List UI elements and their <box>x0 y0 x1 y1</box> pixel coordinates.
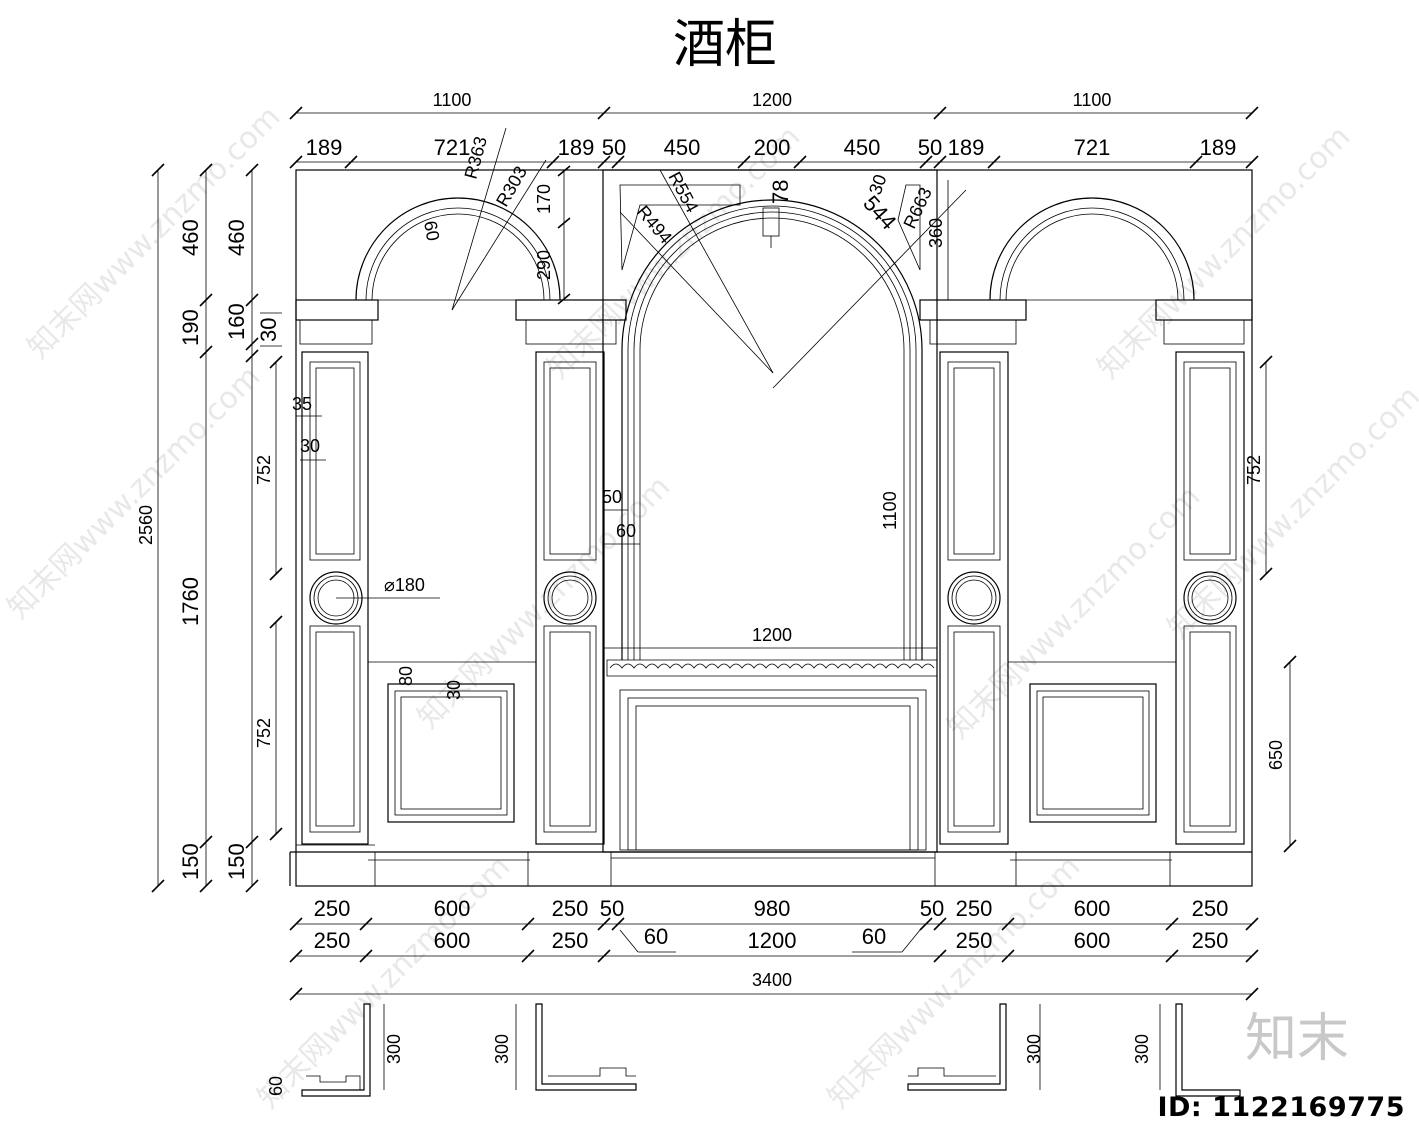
dim-inner-160: 160 <box>224 303 249 340</box>
dim-outer-460: 460 <box>178 219 203 256</box>
dim-290: 290 <box>534 250 554 280</box>
dim-top-center: 1200 <box>752 90 792 110</box>
watermark-text: 知末网www.znzmo.com <box>1 359 267 625</box>
panel-dim-80: 80 <box>396 666 416 686</box>
bottom-r1-4: 50 <box>600 896 624 921</box>
bottom-r2-6: 60 <box>862 924 886 949</box>
dim-inner-30: 30 <box>256 318 281 342</box>
top-dimensions: 1100 1200 1100 189 721 189 50 450 200 45… <box>289 90 1259 169</box>
bottom-r2-1: 250 <box>314 928 351 953</box>
watermark-text: 知末网www.znzmo.com <box>941 479 1207 745</box>
bottom-r2-7: 250 <box>956 928 993 953</box>
right-dimensions: 752 650 <box>1244 355 1297 853</box>
dim-outer-1760: 1760 <box>178 577 203 626</box>
right-lower-panel <box>1008 661 1176 823</box>
center-width-1200: 1200 <box>752 625 792 645</box>
dim-sub-3: 189 <box>558 135 595 160</box>
bottom-r1-7: 250 <box>956 896 993 921</box>
pilaster-left-inner <box>515 299 627 845</box>
profile-dim-300-d: 300 <box>1132 1034 1152 1064</box>
bottom-r1-5: 980 <box>754 896 791 921</box>
dim-total-height: 2560 <box>136 505 156 545</box>
cabinet-frame <box>289 169 1253 887</box>
bottom-total-width: 3400 <box>752 970 792 990</box>
profile-dim-300-b: 300 <box>492 1034 512 1064</box>
dim-sub-4: 50 <box>602 135 626 160</box>
bottom-r2-2: 600 <box>434 928 471 953</box>
bottom-r1-3: 250 <box>552 896 589 921</box>
dim-sub-11: 189 <box>1200 135 1237 160</box>
dim-outer-150: 150 <box>178 843 203 880</box>
molding-profiles: 300 60 300 300 300 <box>266 1003 1241 1097</box>
dim-panel-752-top: 752 <box>254 455 274 485</box>
right-dim-650: 650 <box>1266 740 1286 770</box>
watermark-text: 知末网www.znzmo.com <box>1161 379 1419 645</box>
pilaster-left-outer <box>295 299 379 845</box>
center-dim-50: 50 <box>602 487 622 507</box>
dim-circle-180: ⌀180 <box>384 575 425 595</box>
bottom-r1-2: 600 <box>434 896 471 921</box>
dim-sub-8: 50 <box>918 135 942 160</box>
dim-inner-150: 150 <box>224 843 249 880</box>
panel-dim-30: 30 <box>444 680 464 700</box>
bottom-r2-8: 600 <box>1074 928 1111 953</box>
image-id-label: ID: 1122169775 <box>1157 1092 1405 1123</box>
bottom-r1-8: 600 <box>1074 896 1111 921</box>
dim-sub-7: 450 <box>844 135 881 160</box>
pilaster-right-outer <box>1155 299 1253 845</box>
bottom-r2-9: 250 <box>1192 928 1229 953</box>
center-dim-544: 544 <box>858 191 901 235</box>
dim-outer-190: 190 <box>178 309 203 346</box>
dim-top-left: 1100 <box>433 90 472 110</box>
dim-sub-1: 189 <box>306 135 343 160</box>
center-dim-78: 78 <box>768 180 793 204</box>
bottom-dimensions: 250 600 250 50 980 50 250 600 250 250 60… <box>289 896 1259 1001</box>
bottom-r2-3: 250 <box>552 928 589 953</box>
center-dim-60: 60 <box>616 521 636 541</box>
dim-top-right: 1100 <box>1073 90 1112 110</box>
bottom-r2-5: 1200 <box>748 928 797 953</box>
bottom-r1-9: 250 <box>1192 896 1229 921</box>
pilaster-right-inner <box>919 299 1027 845</box>
dim-sub-10: 721 <box>1074 135 1111 160</box>
brand-watermark: 知末 <box>1244 1009 1349 1069</box>
bottom-r2-4: 60 <box>644 924 668 949</box>
center-radius-outer: R554 <box>664 168 702 215</box>
dim-panel-752-bottom: 752 <box>254 718 274 748</box>
profile-dim-60-a: 60 <box>266 1076 286 1096</box>
bottom-r1-1: 250 <box>314 896 351 921</box>
dim-sub-2: 721 <box>434 135 471 160</box>
dim-sub-6: 200 <box>754 135 791 160</box>
right-dim-752: 752 <box>1244 455 1264 485</box>
bottom-r1-6: 50 <box>920 896 944 921</box>
center-dim-360: 360 <box>926 218 946 248</box>
watermark-layer: 知末网www.znzmo.com 知末网www.znzmo.com 知末网www… <box>1 99 1419 1115</box>
dim-sub-9: 189 <box>948 135 985 160</box>
left-dimensions: 2560 460 190 1760 150 460 160 30 150 752… <box>136 163 440 893</box>
profile-dim-300-c: 300 <box>1024 1034 1044 1064</box>
center-height-1100: 1100 <box>880 491 900 530</box>
dim-sub-5: 450 <box>664 135 701 160</box>
dim-170: 170 <box>534 184 554 214</box>
profile-dim-300-a: 300 <box>384 1034 404 1064</box>
dim-inner-460: 460 <box>224 219 249 256</box>
drawing-title: 酒柜 <box>673 15 777 75</box>
arch-thickness: 60 <box>420 219 443 242</box>
dim-small-35: 35 <box>292 394 312 414</box>
dim-small-30: 30 <box>300 436 320 456</box>
left-lower-panel: 80 30 <box>368 661 536 823</box>
